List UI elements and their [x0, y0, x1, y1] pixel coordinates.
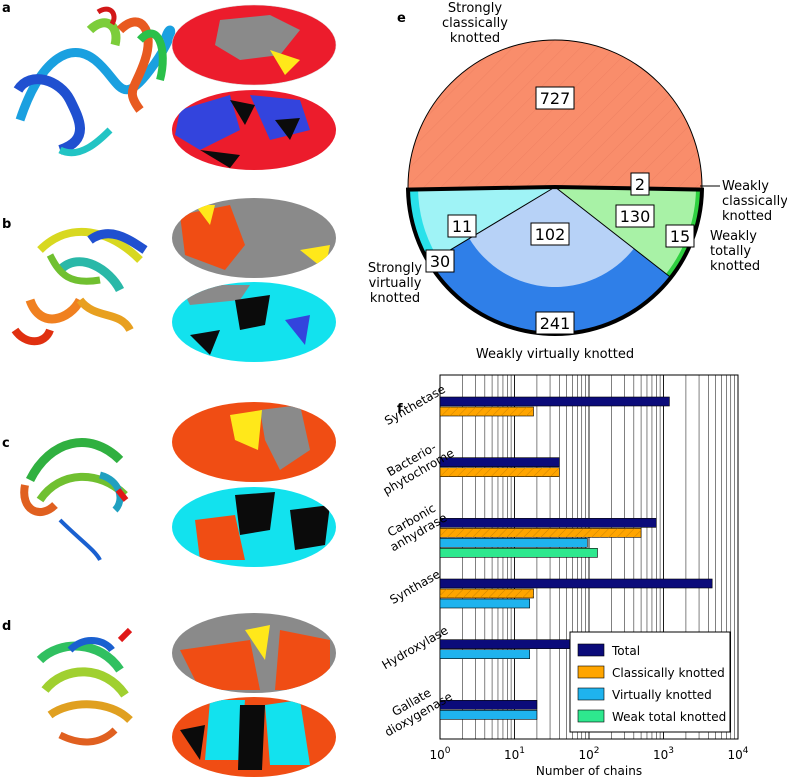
panel-letter-d: d	[2, 619, 11, 634]
pie-value-30-box	[425, 249, 455, 273]
pie-value-11-box	[447, 214, 477, 238]
map-c-bottom	[172, 487, 336, 567]
x-axis-label: Number of chains	[536, 764, 642, 778]
pie-label-weakly-totally-3: knotted	[710, 259, 760, 274]
pie-label-strongly-virtually-2: virtually	[369, 276, 422, 291]
legend-label: Total	[611, 644, 640, 658]
protein-structure-a-icon	[13, 6, 176, 157]
pie-value-130: 130	[620, 207, 651, 226]
legend-swatch	[577, 643, 605, 657]
pie-value-241-box	[535, 311, 575, 335]
pie-chart: 7272130102111530241Stronglyclassicallykn…	[368, 1, 787, 362]
bar-hatch	[440, 407, 534, 416]
x-tick-label: 102	[578, 746, 599, 762]
map-d-bottom	[172, 697, 336, 777]
category-label-group: Synthetase	[382, 382, 448, 428]
bar-total	[439, 700, 538, 710]
panel-letter-f: f	[397, 402, 403, 417]
map-b-bottom	[172, 282, 336, 362]
bar-virtually-knotted	[439, 649, 531, 659]
bar-hatch	[440, 467, 560, 477]
pie-value-30: 30	[430, 252, 450, 271]
pie-label-strongly-classically-2: classically	[442, 16, 508, 31]
category-label-group: Synthase	[387, 567, 442, 607]
bar-total	[439, 578, 713, 589]
legend-swatch	[577, 687, 605, 701]
map-a-top	[172, 5, 336, 85]
map-d-top	[172, 613, 336, 693]
pie-label-weakly-virtually: Weakly virtually knotted	[476, 347, 634, 362]
pie-label-weakly-classically-1: Weakly	[722, 179, 769, 194]
pie-label-weakly-totally-1: Weakly	[710, 229, 757, 244]
pie-slice-weakly-classically-total	[555, 187, 702, 278]
pie-label-strongly-virtually-3: knotted	[370, 291, 420, 306]
category-label: Synthetase	[382, 382, 448, 428]
panel-letter-e: e	[397, 11, 406, 26]
x-tick-label: 101	[504, 746, 525, 762]
bar-hatch	[440, 528, 642, 538]
x-tick-label: 100	[429, 746, 450, 762]
pie-label-weakly-totally-2: totally	[710, 244, 751, 259]
pie-divider-1	[554, 186, 672, 278]
category-label: Synthase	[387, 567, 442, 607]
panel-letter-c: c	[2, 436, 10, 451]
pie-value-15-box	[665, 224, 695, 248]
pie-label-strongly-virtually-1: Strongly	[368, 261, 422, 276]
protein-structure-b-icon	[11, 227, 148, 346]
protein-structure-c-icon	[20, 438, 129, 562]
map-a-bottom	[172, 90, 336, 170]
pie-label-weakly-classically-3: knotted	[722, 209, 772, 224]
pie-slice-strong-virtual-inner	[418, 187, 555, 258]
pie-value-11: 11	[452, 217, 472, 236]
bar-virtually-knotted	[439, 598, 531, 609]
pie-label-strongly-classically-1: Strongly	[448, 1, 502, 16]
pie-value-727-box	[535, 86, 575, 110]
pie-value-2: 2	[635, 175, 645, 194]
bar-total	[439, 518, 657, 528]
pie-label-weakly-classically-2: classically	[722, 194, 787, 209]
legend-label: Classically knotted	[612, 666, 725, 680]
pie-value-15: 15	[670, 227, 690, 246]
panel-letter-b: b	[2, 217, 11, 232]
map-b-top	[172, 198, 336, 278]
pie-value-2-box	[630, 172, 650, 196]
pie-value-102: 102	[535, 225, 566, 244]
pie-value-241: 241	[540, 314, 571, 333]
bar-virtually-knotted	[439, 538, 588, 548]
pie-label-strongly-classically-3: knotted	[450, 31, 500, 46]
pie-value-727: 727	[540, 89, 571, 108]
legend-swatch	[577, 665, 605, 679]
legend-label: Virtually knotted	[612, 688, 712, 702]
pie-value-102-box	[530, 222, 570, 246]
panel-letter-a: a	[2, 1, 11, 16]
bar-total	[439, 396, 670, 407]
bar-virtually-knotted	[439, 710, 538, 720]
pie-slice-hatch	[408, 39, 702, 190]
legend-swatch	[577, 709, 605, 723]
pie-value-130-box	[615, 204, 655, 228]
x-tick-label: 103	[653, 746, 674, 762]
x-tick-label: 104	[727, 746, 748, 762]
bar-weak-total-knotted	[439, 548, 598, 558]
bar-total	[439, 457, 560, 467]
protein-structure-d-icon	[36, 627, 133, 746]
bar-hatch	[440, 589, 534, 598]
map-c-top	[172, 402, 336, 482]
legend-label: Weak total knotted	[612, 710, 726, 724]
bar-chart: SynthetaseBacterio-phytochromeCarbonican…	[379, 374, 749, 778]
